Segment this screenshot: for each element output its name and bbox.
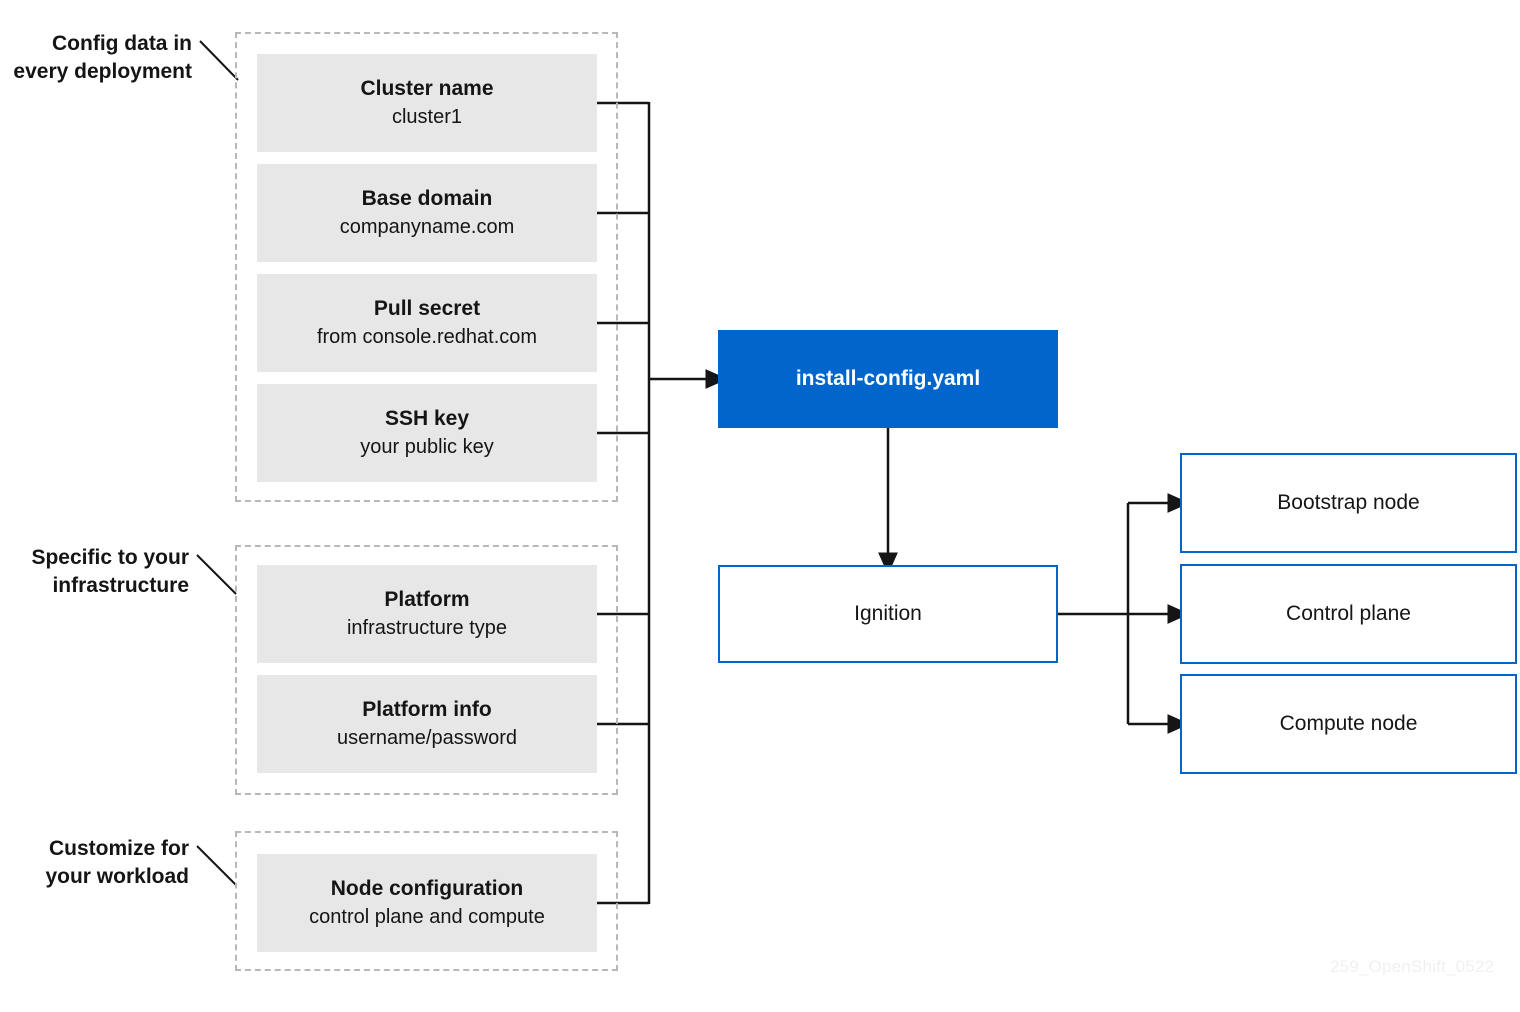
card-platform[interactable]: Platform infrastructure type — [257, 565, 597, 663]
card-ssh-key[interactable]: SSH key your public key — [257, 384, 597, 482]
card-title: Pull secret — [373, 297, 481, 321]
bootstrap-node-box[interactable]: Bootstrap node — [1180, 453, 1517, 553]
card-title: Platform info — [362, 698, 492, 722]
card-title: Base domain — [361, 187, 493, 211]
card-base-domain[interactable]: Base domain companyname.com — [257, 164, 597, 262]
compute-node-box[interactable]: Compute node — [1180, 674, 1517, 774]
annotation-every-deployment: Config data in every deployment — [13, 32, 192, 83]
card-pull-secret[interactable]: Pull secret from console.redhat.com — [257, 274, 597, 372]
annotation-infrastructure: Specific to your infrastructure — [31, 546, 189, 597]
leader-line-every-deployment — [199, 40, 239, 81]
install-config-box[interactable]: install-config.yaml — [718, 330, 1058, 428]
card-subtitle: control plane and compute — [309, 905, 545, 928]
watermark: 259_OpenShift_0522 — [1330, 957, 1495, 976]
card-subtitle: from console.redhat.com — [316, 325, 538, 348]
group-every-deployment — [235, 32, 618, 502]
card-title: Platform — [384, 588, 470, 612]
card-subtitle: username/password — [336, 726, 518, 749]
ignition-box[interactable]: Ignition — [718, 565, 1058, 663]
card-node-configuration[interactable]: Node configuration control plane and com… — [257, 854, 597, 952]
card-platform-info[interactable]: Platform info username/password — [257, 675, 597, 773]
annotation-workload: Customize for your workload — [45, 837, 189, 888]
card-subtitle: infrastructure type — [346, 616, 508, 639]
card-subtitle: cluster1 — [391, 105, 463, 128]
card-title: Cluster name — [360, 77, 494, 101]
card-title: Node configuration — [330, 877, 524, 901]
group-infrastructure — [235, 545, 618, 795]
card-title: SSH key — [384, 407, 470, 431]
leader-line-infrastructure — [196, 554, 237, 595]
leader-line-workload — [196, 845, 237, 886]
card-cluster-name[interactable]: Cluster name cluster1 — [257, 54, 597, 152]
card-subtitle: companyname.com — [339, 215, 515, 238]
group-workload — [235, 831, 618, 971]
card-subtitle: your public key — [360, 435, 494, 458]
control-plane-box[interactable]: Control plane — [1180, 564, 1517, 664]
